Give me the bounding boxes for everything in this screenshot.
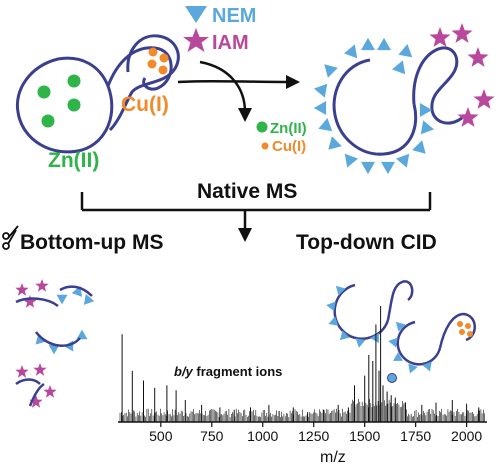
copper-ion	[457, 321, 463, 327]
metalated-protein	[15, 46, 173, 154]
iam-star-icon	[33, 363, 47, 376]
nem-triangle-icon	[48, 344, 60, 355]
cu-label: Cu(I)	[121, 93, 169, 116]
iam-legend-icon	[183, 28, 209, 52]
copper-loop	[108, 34, 180, 132]
iam-star-icon	[15, 365, 29, 378]
copper-ion	[467, 331, 473, 337]
iam-star-icon	[23, 295, 37, 308]
nem-triangle-icon	[344, 44, 358, 59]
nem-triangle-icon	[393, 352, 403, 361]
zn-label: Zn(II)	[48, 149, 99, 172]
copper-ion	[159, 53, 169, 63]
nem-triangle-icon	[420, 120, 434, 135]
nem-triangle-icon	[344, 153, 358, 168]
nem-triangle-icon	[377, 37, 391, 51]
nem-triangle-icon	[83, 294, 95, 305]
zinc-ion	[67, 74, 81, 88]
released-zn-label: Zn(II)	[270, 120, 307, 137]
x-tick-label: 1500	[349, 428, 380, 444]
nem-triangle-icon	[408, 363, 418, 374]
nem-triangle-icon	[395, 321, 406, 332]
mass-spectrum: 500 750 1000 1250 1500 1750 2000 b/y fragment …	[118, 306, 487, 466]
scissors-icon	[2, 225, 19, 250]
nem-legend-icon	[185, 6, 207, 23]
nem-triangle-icon	[361, 37, 375, 51]
x-tick-label: 1750	[400, 428, 431, 444]
top-down-label: Top-down CID	[296, 231, 437, 254]
nem-triangle-icon	[56, 294, 68, 305]
nem-triangle-icon	[318, 118, 333, 132]
native-ms-label: Native MS	[197, 180, 297, 203]
fragment-type: b/y	[174, 364, 194, 379]
nem-triangle-icon	[339, 330, 350, 341]
x-tick-label: 1250	[298, 428, 329, 444]
zinc-ion	[41, 114, 55, 128]
reaction-arrow	[177, 60, 300, 122]
fragment-ions-label: b/y fragment ions	[174, 364, 282, 379]
x-tick-label: 1000	[247, 428, 278, 444]
zinc-ion	[37, 85, 51, 99]
workflow-bracket	[80, 192, 432, 242]
top-down-proteins	[326, 280, 476, 374]
peptide-fragments	[15, 279, 95, 408]
iam-label: IAM	[212, 32, 249, 54]
nem-triangle-icon	[76, 329, 88, 340]
x-tick-label: 2000	[451, 428, 482, 444]
released-zinc-icon	[256, 121, 268, 133]
copper-ion	[465, 323, 471, 329]
nem-triangle-icon	[370, 333, 379, 343]
nem-triangle-icon	[328, 316, 339, 326]
iam-star-icon	[451, 23, 473, 43]
x-tick-label: 750	[200, 428, 224, 444]
nem-triangle-icon	[328, 136, 342, 150]
nem-triangle-icon	[419, 103, 433, 117]
apo-marker	[387, 373, 397, 383]
iam-star-icon	[29, 395, 43, 408]
nem-triangle-icon	[355, 338, 366, 348]
copper-ion	[459, 329, 465, 335]
zinc-ion	[67, 98, 81, 112]
bottom-up-label: Bottom-up MS	[20, 231, 163, 254]
iam-star-icon	[15, 283, 29, 296]
nem-triangle-icon	[324, 64, 338, 78]
nem-triangle-icon	[381, 161, 395, 175]
copper-ion	[148, 47, 158, 57]
nem-triangle-icon	[335, 285, 346, 296]
nem-triangle-icon	[35, 333, 47, 345]
nem-triangle-icon	[398, 44, 413, 58]
nem-triangle-icon	[313, 101, 327, 115]
nem-triangle-icon	[388, 337, 398, 348]
iam-star-icon	[43, 385, 57, 398]
iam-star-icon	[35, 279, 49, 292]
nem-triangle-icon	[412, 140, 426, 154]
nem-triangle-icon	[326, 301, 336, 312]
iam-star-icon	[473, 89, 495, 109]
copper-ion	[158, 65, 168, 75]
x-axis-label: m/z	[320, 449, 346, 466]
nem-triangle-icon	[392, 60, 406, 75]
alkylated-protein	[313, 23, 495, 175]
iam-star-icon	[429, 27, 451, 47]
released-cu-label: Cu(I)	[272, 138, 306, 155]
copper-ion	[147, 59, 157, 69]
nem-label: NEM	[212, 5, 256, 27]
nem-triangle-icon	[314, 83, 328, 98]
nem-triangle-icon	[361, 161, 375, 175]
iam-star-icon	[457, 107, 479, 127]
released-copper-icon	[261, 142, 269, 150]
fragment-suffix: fragment ions	[193, 364, 283, 379]
x-tick-label: 500	[149, 428, 173, 444]
nem-triangle-icon	[422, 361, 432, 372]
nem-triangle-icon	[396, 153, 410, 168]
iam-star-icon	[467, 47, 489, 67]
